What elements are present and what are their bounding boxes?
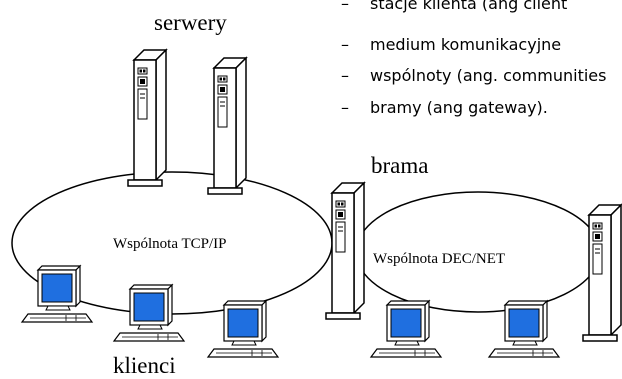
bullet-item-gateways: bramy (ang gateway). [370,98,548,117]
server-icon [582,204,622,342]
bullet-item-medium: medium komunikacyjne [370,35,561,54]
client-pc-icon [113,284,185,342]
bullet-marker: – [341,35,349,54]
bullet-item-clients: stacje klienta (ang client [370,0,567,13]
server-icon [127,49,167,187]
client-pc-icon [21,265,93,323]
bullet-marker: – [341,98,349,117]
tcpip-community-label: Wspólnota TCP/IP [113,236,226,252]
bullet-marker: – [341,0,349,13]
client-pc-icon [370,300,442,358]
clients-label: klienci [113,353,176,378]
server-icon [207,57,247,195]
bullet-marker: – [341,66,349,85]
bullet-list: – stacje klienta (ang client – medium ko… [341,0,606,117]
client-pc-icon [488,300,560,358]
bullet-item-communities: wspólnoty (ang. communities [370,66,606,85]
gateway-label: brama [371,153,428,178]
decnet-community-label: Wspólnota DEC/NET [373,251,505,267]
client-pc-icon [207,300,279,358]
servers-label: serwery [154,10,227,35]
gateway-icon [325,182,365,320]
